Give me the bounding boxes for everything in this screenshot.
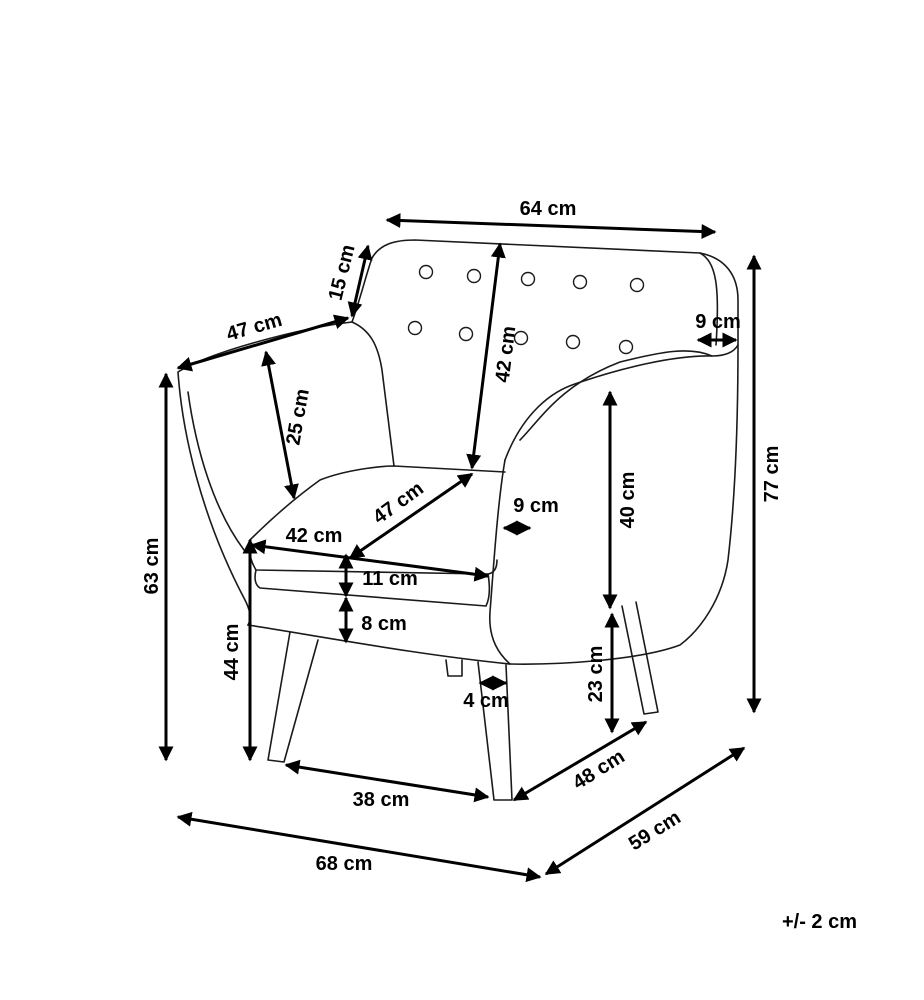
label-base-thickness: 8 cm xyxy=(361,613,407,635)
dim-line-back-height xyxy=(466,242,506,470)
label-top-width: 64 cm xyxy=(520,198,577,220)
tuft-button xyxy=(466,268,482,284)
tuft-button xyxy=(418,264,434,280)
label-seat-height-total: 63 cm xyxy=(141,538,163,595)
dimension-lines xyxy=(158,212,762,883)
label-leg-thickness: 4 cm xyxy=(463,690,509,712)
left-arm-inner xyxy=(187,391,245,551)
tuft-button xyxy=(513,330,529,346)
label-leg-span-front: 38 cm xyxy=(353,789,410,811)
label-arm-width: 9 cm xyxy=(695,311,741,333)
dim-line-overall-depth xyxy=(544,746,746,876)
tolerance-note: +/- 2 cm xyxy=(782,911,857,933)
label-arm-thickness: 9 cm xyxy=(513,495,559,517)
label-cushion-thickness: 11 cm xyxy=(362,568,418,590)
label-seat-depth: 47 cm xyxy=(369,478,428,529)
label-armrest-height: 15 cm xyxy=(325,242,360,302)
leg-back-left xyxy=(445,659,463,677)
tuft-button xyxy=(565,334,581,350)
backrest-side-curve xyxy=(699,252,719,346)
tuft-button xyxy=(520,271,536,287)
chair-right-arm xyxy=(504,344,739,665)
dimension-labels: 64 cm 15 cm 47 cm 42 cm 9 cm 77 cm 25 cm… xyxy=(141,198,783,875)
label-overall-width: 68 cm xyxy=(316,853,373,875)
right-arm-front xyxy=(489,459,511,665)
dim-line-arm-depth xyxy=(176,314,350,372)
label-leg-span-side: 48 cm xyxy=(569,746,629,795)
dim-line-leg-span-front xyxy=(284,759,490,803)
dim-line-overall-width xyxy=(176,811,542,883)
dim-line-seat-width xyxy=(250,539,490,582)
label-leg-height: 23 cm xyxy=(585,646,607,703)
tuft-button xyxy=(618,339,634,355)
label-arm-inner-height: 25 cm xyxy=(282,387,314,447)
dim-line-arm-inner-height xyxy=(261,350,299,500)
dim-line-armrest-height xyxy=(347,244,373,318)
tuft-button xyxy=(572,274,588,290)
label-arm-rise: 40 cm xyxy=(617,472,639,529)
label-seat-width: 42 cm xyxy=(286,525,343,547)
label-seat-height: 44 cm xyxy=(221,624,243,681)
leg-front-right xyxy=(477,661,513,801)
tuft-button xyxy=(458,326,474,342)
label-overall-depth: 59 cm xyxy=(625,807,685,856)
leg-front-left xyxy=(267,631,319,763)
chair-base xyxy=(247,624,511,665)
tuft-button xyxy=(407,320,423,336)
label-back-height: 42 cm xyxy=(492,325,521,384)
chair-backrest xyxy=(371,239,739,441)
tuft-button xyxy=(629,277,645,293)
label-overall-height: 77 cm xyxy=(761,446,783,503)
tufting-buttons xyxy=(407,264,645,355)
leg-back-right xyxy=(621,601,659,715)
dim-line-top-width xyxy=(385,212,717,240)
